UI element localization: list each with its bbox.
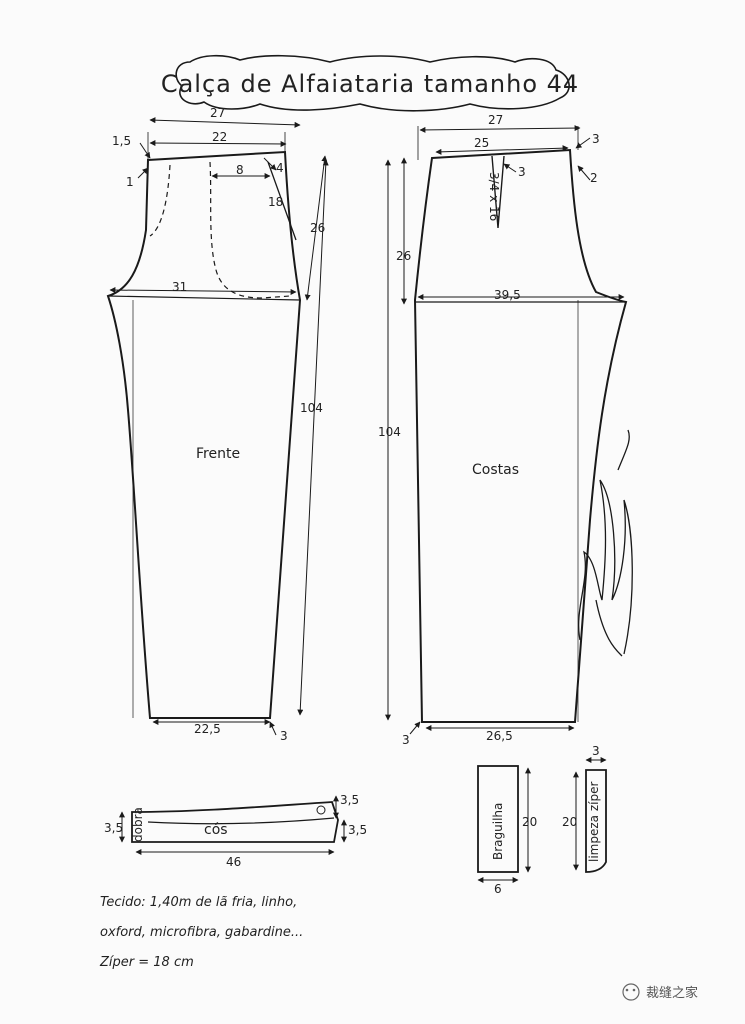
front-outline	[106, 150, 302, 719]
front-dim-1-5	[139, 142, 151, 159]
back-dart	[491, 155, 505, 229]
front-label-length: 104	[300, 401, 323, 415]
zipper-guard-labels: limpeza zíper 20 3	[562, 744, 601, 862]
back-label-waist-offset: 3	[592, 132, 600, 146]
zipper-guard-height-label: 20	[562, 815, 577, 829]
back-label-hem: 26,5	[486, 729, 513, 743]
fly-height-label: 20	[522, 815, 537, 829]
waistband-labels: cós dobra 46 3,5 3,5 3,5	[104, 793, 367, 869]
front-pocket-bag	[209, 161, 291, 299]
watermark: 裁缝之家	[622, 983, 698, 1001]
front-label-rise: 26	[310, 221, 325, 235]
notes-line-3: Zíper = 18 cm	[99, 955, 194, 970]
front-pocket-bag-left	[149, 164, 171, 237]
back-dim-3-top	[575, 137, 591, 149]
back-label-top-width: 27	[488, 113, 503, 127]
back-outline	[413, 148, 628, 723]
waistband-name: cós	[204, 822, 228, 838]
back-label-waist: 25	[474, 136, 489, 150]
front-label-top-width: 27	[210, 106, 225, 120]
back-label-dart-offset: 3	[518, 165, 526, 179]
zipper-guard-outline	[585, 769, 607, 873]
back-label-length: 104	[378, 425, 401, 439]
zipper-guard-piece	[573, 757, 607, 873]
back-dim-25	[435, 145, 569, 155]
front-dim-27	[149, 117, 301, 128]
waistband-fold-line	[147, 817, 335, 825]
fly-width-label: 6	[494, 882, 502, 896]
page-title: Calça de Alfaiataria tamanho 44	[161, 70, 579, 98]
waistband-width-label: 3,5	[104, 821, 123, 835]
front-dim-4	[263, 157, 277, 171]
back-label-dart-size: 3/4 x 16	[487, 172, 501, 221]
front-dim-1	[137, 167, 149, 179]
back-dim-dart-3	[503, 163, 517, 173]
front-dim-22	[149, 140, 287, 147]
waistband-fold-label: dobra	[131, 807, 145, 842]
title-cloud: Calça de Alfaiataria tamanho 44	[161, 54, 579, 112]
signature-stroke	[578, 429, 633, 657]
wechat-icon-eye-right	[632, 988, 636, 992]
waistband-outline	[131, 801, 339, 843]
notes-line-2: oxford, microfibra, gabardine...	[100, 925, 303, 940]
back-label-hem-offset: 3	[402, 733, 410, 747]
back-dim-27	[419, 125, 581, 133]
back-label-hip: 39,5	[494, 288, 521, 302]
fly-name: Braguilha	[491, 803, 505, 860]
front-dim-3	[269, 721, 277, 736]
front-hip-line	[107, 295, 301, 301]
waistband-top-width-label: 3,5	[340, 793, 359, 807]
front-label-waist: 22	[212, 130, 227, 144]
front-label-pocket-depth: 4	[276, 161, 284, 175]
front-label-pocket-slant: 18	[268, 195, 283, 209]
back-dim-3-hem	[409, 721, 421, 735]
front-label-waist-offset: 1,5	[112, 134, 131, 148]
wechat-icon-eye-left	[625, 988, 629, 992]
front-dim-104	[297, 159, 329, 716]
zipper-guard-name: limpeza zíper	[587, 782, 601, 862]
front-dimensions	[109, 117, 329, 736]
waistband-length-label: 46	[226, 855, 241, 869]
back-dim-2	[577, 165, 591, 181]
waistband-button-mark	[316, 805, 326, 815]
front-dim-31	[109, 287, 297, 295]
back-label-rise: 26	[396, 249, 411, 263]
waistband-end-width-label: 3,5	[348, 823, 367, 837]
back-labels: 27 25 3 2 3 3/4 x 16 26 39,5 104 26,5 3 …	[378, 113, 600, 747]
signature	[578, 429, 633, 657]
front-labels: 27 22 1,5 1 8 4 18 26 31 104 22,5 3 Fren…	[112, 106, 325, 743]
front-label-hip: 31	[172, 280, 187, 294]
fly-outline	[477, 765, 519, 873]
front-label-pocket-width: 8	[236, 163, 244, 177]
back-piece	[413, 126, 628, 723]
front-label-hem: 22,5	[194, 722, 221, 736]
back-dimensions	[385, 125, 625, 735]
notes-line-1: Tecido: 1,40m de lã fria, linho,	[100, 895, 297, 910]
back-piece-name: Costas	[472, 462, 519, 478]
title-cloud-outline	[175, 54, 570, 112]
front-label-side-drop: 1	[126, 175, 134, 189]
front-pocket-opening	[267, 161, 297, 241]
back-label-side-drop: 2	[590, 171, 598, 185]
front-label-hem-offset: 3	[280, 729, 288, 743]
fly-labels: Braguilha 20 6	[491, 803, 537, 896]
fly-piece	[477, 765, 531, 883]
wechat-icon	[622, 983, 640, 1001]
zipper-guard-width-label: 3	[592, 744, 600, 758]
front-piece-name: Frente	[196, 446, 240, 462]
waistband-piece	[119, 795, 347, 855]
notes-block: Tecido: 1,40m de lã fria, linho, oxford,…	[99, 895, 303, 970]
watermark-text: 裁缝之家	[646, 985, 698, 1001]
front-piece	[106, 132, 302, 719]
